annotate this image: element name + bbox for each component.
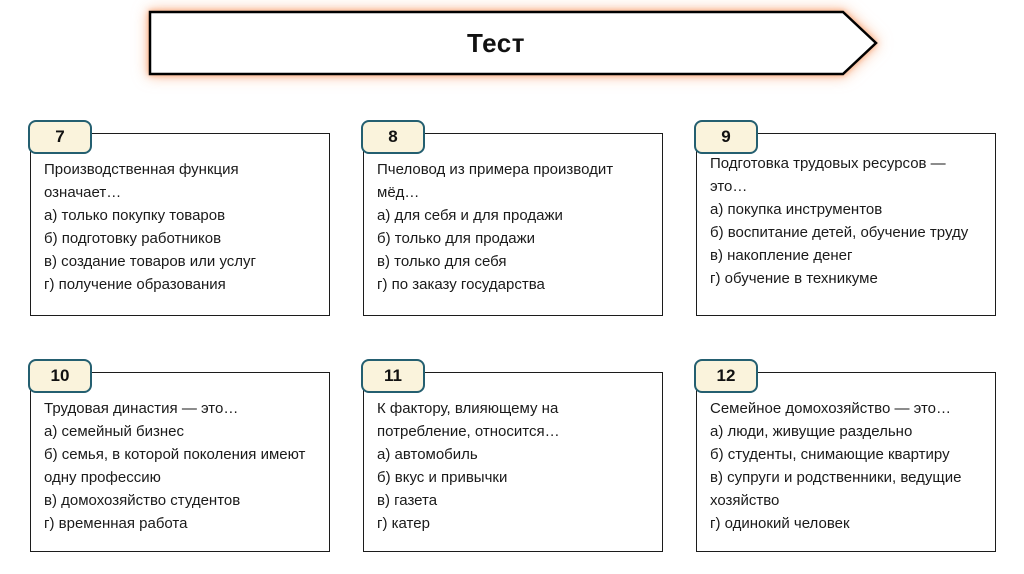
slide-title: Тест [467,27,525,58]
question-text: Трудовая династия — это… [44,400,239,417]
answer-option-a: а) семейный бизнес [44,423,184,440]
answer-option-g: г) одинокий человек [710,515,850,532]
question-number-tab: 8 [361,120,425,154]
answer-option-v: в) супруги и родственники, ведущие хозяй… [710,469,962,509]
question-text: К фактору, влияющему на потребление, отн… [377,400,560,440]
answer-option-v: в) накопление денег [710,247,853,264]
question-number: 9 [721,127,731,146]
question-card-10: 10 Трудовая династия — это… а) семейный … [28,359,330,552]
question-card-9: 9 Подготовка трудовых ресурсов — это… а)… [694,120,996,316]
question-body: Трудовая династия — это… а) семейный биз… [31,373,329,535]
question-number-tab: 9 [694,120,758,154]
question-text: Подготовка трудовых ресурсов — это… [710,155,946,195]
answer-option-v: в) газета [377,492,438,509]
answer-option-b: б) вкус и привычки [377,469,508,486]
question-number: 11 [384,366,402,385]
question-number-tab: 10 [28,359,92,393]
answer-option-b: б) подготовку работников [44,230,222,247]
question-body: Подготовка трудовых ресурсов — это… а) п… [697,134,995,290]
question-text: Семейное домохозяйство — это… [710,400,952,417]
question-card-11: 11 К фактору, влияющему на потребление, … [361,359,663,552]
answer-option-a: а) автомобиль [377,446,478,463]
answer-option-a: а) покупка инструментов [710,201,883,218]
answer-option-g: г) катер [377,515,430,532]
question-number-tab: 11 [361,359,425,393]
answer-option-v: в) домохозяйство студентов [44,492,241,509]
arrow-banner-shape [148,10,878,76]
question-number: 10 [50,366,70,385]
question-text: Производственная функция означает… [44,161,239,201]
answer-option-b: б) воспитание детей, обучение труду [710,224,969,241]
question-body: Пчеловод из примера производит мёд… а) д… [364,134,662,296]
question-text: Пчеловод из примера производит мёд… [377,161,614,201]
question-body: Производственная функция означает… а) то… [31,134,329,296]
question-card-8: 8 Пчеловод из примера производит мёд… а)… [361,120,663,316]
answer-option-g: г) обучение в техникуме [710,270,878,287]
question-body: К фактору, влияющему на потребление, отн… [364,373,662,535]
question-body: Семейное домохозяйство — это… а) люди, ж… [697,373,995,535]
answer-option-a: а) люди, живущие раздельно [710,423,913,440]
answer-option-a: а) только покупку товаров [44,207,226,224]
answer-option-v: в) создание товаров или услуг [44,253,257,270]
answer-option-g: г) получение образования [44,276,226,293]
question-card-12: 12 Семейное домохозяйство — это… а) люди… [694,359,996,552]
answer-option-v: в) только для себя [377,253,507,270]
question-card-7: 7 Производственная функция означает… а) … [28,120,330,316]
title-banner: Тест [148,10,878,76]
question-number: 12 [716,366,736,385]
question-number: 8 [388,127,398,146]
answer-option-a: а) для себя и для продажи [377,207,563,224]
question-number: 7 [55,127,65,146]
question-number-tab: 7 [28,120,92,154]
question-number-tab: 12 [694,359,758,393]
answer-option-g: г) временная работа [44,515,188,532]
answer-option-b: б) только для продажи [377,230,536,247]
answer-option-g: г) по заказу государства [377,276,545,293]
answer-option-b: б) студенты, снимающие квартиру [710,446,950,463]
answer-option-b: б) семья, в которой поколения имеют одну… [44,446,306,486]
